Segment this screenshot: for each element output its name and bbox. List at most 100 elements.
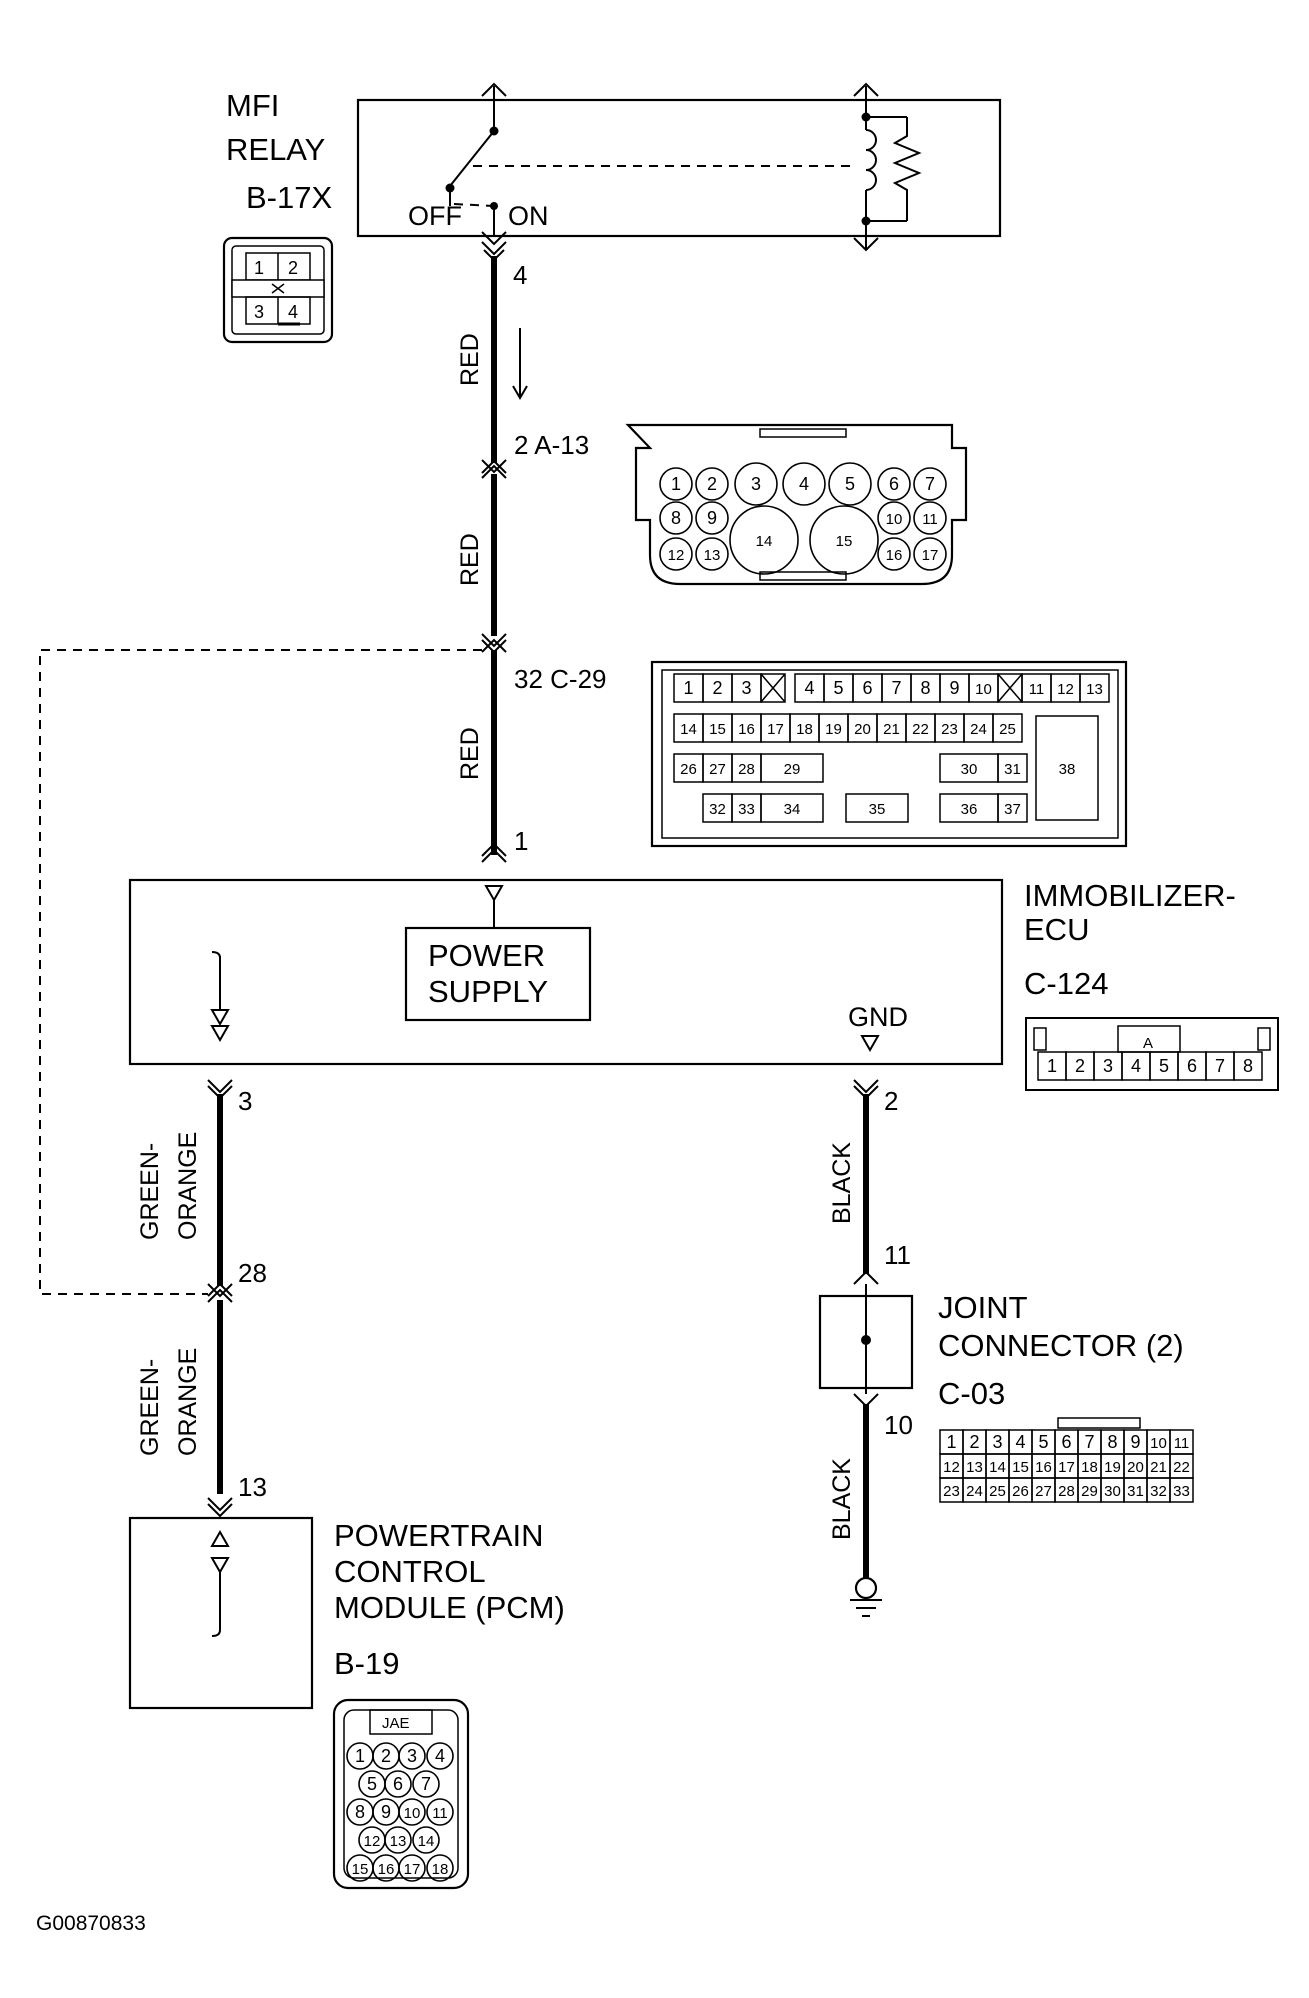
pcm-bidirectional-arrow-icon bbox=[210, 1529, 230, 1637]
mfi-relay: MFI RELAY B-17X OFF ON bbox=[222, 82, 1002, 344]
pcm-name-line2: CONTROL bbox=[334, 1554, 486, 1589]
c29-pin-27: 27 bbox=[709, 761, 726, 778]
c03-pin-33: 33 bbox=[1173, 1483, 1190, 1500]
b19-pin-8: 8 bbox=[355, 1802, 365, 1822]
immobilizer-ecu-name-line2: ECU bbox=[1024, 912, 1089, 947]
c29-pin-3: 3 bbox=[741, 678, 751, 698]
b19-pin-10: 10 bbox=[404, 1805, 421, 1822]
immobilizer-ecu-name-line1: IMMOBILIZER- bbox=[1024, 878, 1236, 913]
wire-color-black-1: BLACK bbox=[828, 1142, 856, 1224]
power-supply-line1: POWER bbox=[428, 938, 545, 973]
c29-pin-22: 22 bbox=[912, 721, 929, 738]
c29-pin-8: 8 bbox=[920, 678, 930, 698]
c29-pin-17: 17 bbox=[767, 721, 784, 738]
b19-pin-4: 4 bbox=[435, 1746, 445, 1766]
a13-pin-14: 14 bbox=[756, 533, 773, 550]
relay-off-label: OFF bbox=[408, 201, 462, 231]
immobilizer-ecu: POWER SUPPLY GND IMMOBILIZER- ECU C-124 … bbox=[128, 878, 1279, 1091]
c29-pin-24: 24 bbox=[970, 721, 987, 738]
c29-pin-6: 6 bbox=[862, 678, 872, 698]
c03-pin-4: 4 bbox=[1015, 1432, 1025, 1452]
relay-coil-icon bbox=[861, 86, 922, 250]
b19-pin-14-cell bbox=[412, 1826, 440, 1854]
joint-pin-10-label: 10 bbox=[884, 1410, 913, 1440]
junction-pin-28-label: 28 bbox=[238, 1258, 267, 1288]
pcm-connector-id: B-19 bbox=[334, 1646, 399, 1681]
c124-pin-5: 5 bbox=[1159, 1056, 1169, 1076]
c29-pin-31: 31 bbox=[1004, 761, 1021, 778]
c03-pin-8: 8 bbox=[1107, 1432, 1117, 1452]
relay-on-label: ON bbox=[508, 201, 549, 231]
c29-pin-13-cell bbox=[1079, 673, 1110, 703]
c03-pin-7: 7 bbox=[1084, 1432, 1094, 1452]
c29-pin-31-cell bbox=[997, 753, 1028, 783]
c29-pin-7: 7 bbox=[891, 678, 901, 698]
b19-pin-10-cell bbox=[398, 1798, 426, 1826]
c03-pin-6: 6 bbox=[1061, 1432, 1071, 1452]
a13-pin-8: 8 bbox=[671, 508, 681, 528]
c124-pin-1: 1 bbox=[1047, 1056, 1057, 1076]
b19-pin-6: 6 bbox=[393, 1774, 403, 1794]
c29-pin-9: 9 bbox=[949, 678, 959, 698]
ecu-pin-1-label: 1 bbox=[514, 826, 528, 856]
mfi-relay-name-line1: MFI bbox=[226, 88, 279, 123]
c29-pin-2: 2 bbox=[712, 678, 722, 698]
pcm-name-line1: POWERTRAIN bbox=[334, 1518, 544, 1553]
c03-pin-14: 14 bbox=[989, 1459, 1006, 1476]
c03-pin-28: 28 bbox=[1058, 1483, 1075, 1500]
a13-pin-10-cell bbox=[877, 501, 911, 535]
power-supply-line2: SUPPLY bbox=[428, 974, 548, 1009]
gnd-label: GND bbox=[848, 1002, 908, 1032]
b17x-connector-face: 1 2 3 4 bbox=[222, 236, 334, 344]
relay-pin-4-label: 4 bbox=[513, 260, 527, 290]
a13-pin-2: 2 bbox=[707, 474, 717, 494]
c29-pin-33: 33 bbox=[738, 801, 755, 818]
c29-pin-29: 29 bbox=[784, 761, 801, 778]
c29-pin-38: 38 bbox=[1059, 761, 1076, 778]
power-supply-block bbox=[404, 926, 592, 1022]
a13-pin-3: 3 bbox=[751, 474, 761, 494]
a13-pin-5: 5 bbox=[845, 474, 855, 494]
a13-pin-17: 17 bbox=[922, 547, 939, 564]
b17x-pin-4: 4 bbox=[288, 302, 298, 322]
wire-color-red-2: RED bbox=[456, 533, 484, 586]
c29-pin-38-cell bbox=[1035, 715, 1099, 821]
b19-pin-14: 14 bbox=[418, 1833, 435, 1850]
c03-pin-31: 31 bbox=[1127, 1483, 1144, 1500]
c03-pin-24: 24 bbox=[966, 1483, 983, 1500]
a13-pin-14-cell bbox=[729, 505, 799, 575]
joint-connector-connector-id: C-03 bbox=[938, 1376, 1005, 1411]
c29-pin-32: 32 bbox=[709, 801, 726, 818]
c29-pin-20: 20 bbox=[854, 721, 871, 738]
b19-pin-1: 1 bbox=[355, 1746, 365, 1766]
c03-pin-25: 25 bbox=[989, 1483, 1006, 1500]
c03-pin-9: 9 bbox=[1130, 1432, 1140, 1452]
wire-color-green-orange-2a: GREEN- bbox=[136, 1359, 164, 1456]
wire-color-green-orange-1b: ORANGE bbox=[174, 1132, 202, 1240]
c124-pin-8: 8 bbox=[1243, 1056, 1253, 1076]
c29-pin-21: 21 bbox=[883, 721, 900, 738]
c29-pin-18: 18 bbox=[796, 721, 813, 738]
c29-pin-10: 10 bbox=[975, 681, 992, 698]
c29-pin-36: 36 bbox=[961, 801, 978, 818]
b19-pin-13: 13 bbox=[390, 1833, 407, 1850]
c03-pin-27: 27 bbox=[1035, 1483, 1052, 1500]
c124-pin-4: 4 bbox=[1131, 1056, 1141, 1076]
b19-pin-7-cell bbox=[412, 1770, 440, 1798]
c03-pin-11: 11 bbox=[1174, 1435, 1190, 1452]
a13-pin-7-cell bbox=[913, 467, 947, 501]
wire-color-red-1: RED bbox=[456, 333, 484, 386]
a13-pin-7: 7 bbox=[925, 474, 935, 494]
c03-pin-26: 26 bbox=[1012, 1483, 1029, 1500]
c29-pin-34: 34 bbox=[784, 801, 801, 818]
a13-pin-11-cell bbox=[913, 501, 947, 535]
c03-pin-3: 3 bbox=[992, 1432, 1002, 1452]
b19-pin-13-cell bbox=[384, 1826, 412, 1854]
a13-pin-6: 6 bbox=[889, 474, 899, 494]
a13-pin-13-cell bbox=[695, 537, 729, 571]
